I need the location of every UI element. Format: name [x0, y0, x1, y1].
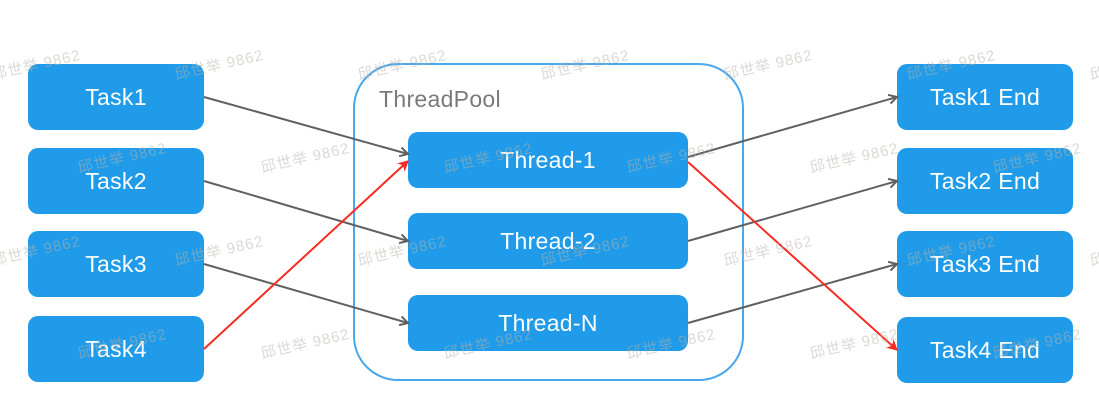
watermark-text: 邱世举 9862: [1088, 233, 1099, 270]
watermark-text: 邱世举 9862: [1088, 47, 1099, 84]
node-task4end: Task4 End: [897, 317, 1073, 383]
node-thread2: Thread-2: [408, 213, 688, 269]
watermark-text: 邱世举 9862: [259, 325, 352, 363]
node-task2: Task2: [28, 148, 204, 214]
node-thread1: Thread-1: [408, 132, 688, 188]
watermark-text: 邱世举 9862: [808, 325, 901, 363]
node-task4: Task4: [28, 316, 204, 382]
threadpool-label: ThreadPool: [379, 86, 501, 112]
node-task3: Task3: [28, 231, 204, 297]
watermark-text: 邱世举 9862: [808, 139, 901, 177]
node-task1: Task1: [28, 64, 204, 130]
node-task3end: Task3 End: [897, 231, 1073, 297]
watermark-text: 邱世举 9862: [259, 139, 352, 177]
node-task1end: Task1 End: [897, 64, 1073, 130]
node-task2end: Task2 End: [897, 148, 1073, 214]
watermark-text: 邱世举 9862: [722, 46, 815, 84]
node-threadN: Thread-N: [408, 295, 688, 351]
